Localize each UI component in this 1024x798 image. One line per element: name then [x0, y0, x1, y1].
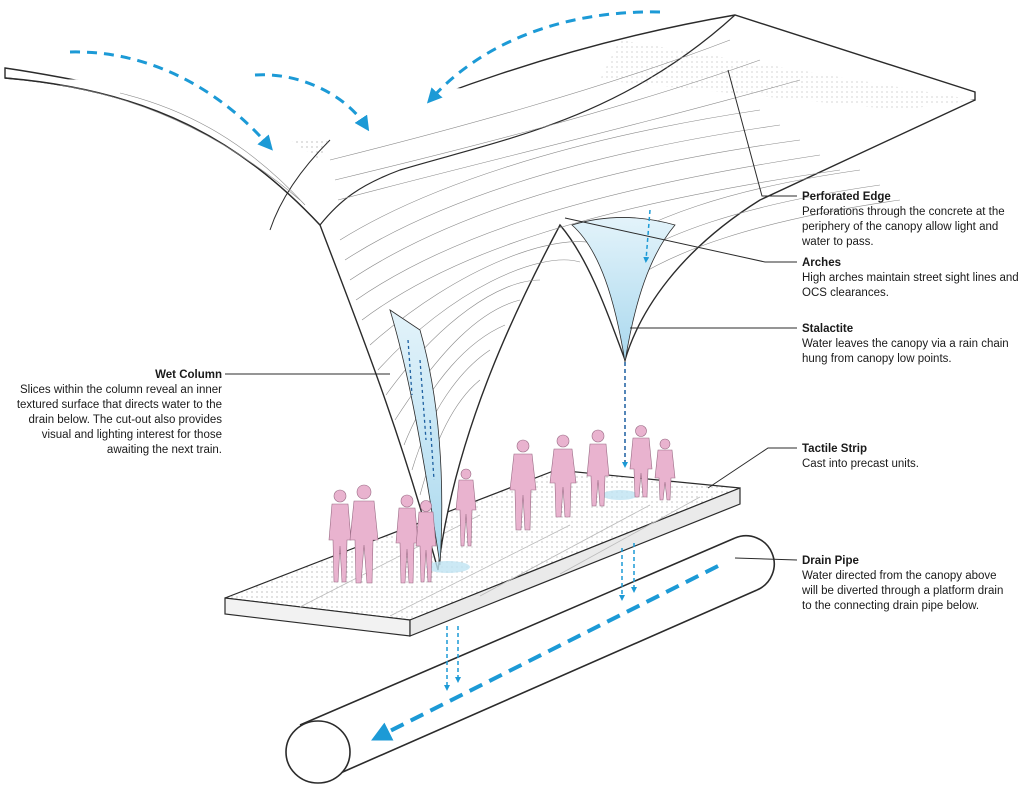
callout-line: awaiting the next train. [106, 444, 222, 456]
callout-drain-pipe: Drain Pipe Water directed from the canop… [802, 554, 1022, 614]
callout-title: Stalactite [802, 323, 854, 335]
callout-wet-column: Wet Column Slices within the column reve… [4, 368, 222, 458]
callout-perforated-edge: Perforated Edge Perforations through the… [802, 190, 1022, 250]
callout-line: visual and lighting interest for those [41, 429, 222, 441]
callout-line: OCS clearances. [802, 287, 889, 299]
canopy-shell [4, 14, 976, 571]
pedestrian-figures [328, 425, 676, 584]
callout-title: Wet Column [155, 369, 222, 381]
person-figure [455, 468, 477, 547]
wet-column-water [389, 309, 470, 573]
person-figure [349, 484, 379, 584]
callout-tactile-strip: Tactile Strip Cast into precast units. [802, 442, 1022, 472]
callout-line: hung from canopy low points. [802, 353, 952, 365]
platform-slab [224, 469, 741, 637]
stalactite-water [571, 209, 676, 500]
person-figure [549, 434, 577, 518]
leader-tactile-strip [707, 447, 797, 489]
callout-title: Arches [802, 257, 841, 269]
callout-line: Water directed from the canopy above [802, 570, 997, 582]
leader-lines [225, 69, 798, 561]
callout-line: will be diverted through a platform drai… [802, 585, 1004, 597]
callout-line: periphery of the canopy allow light and [802, 221, 999, 233]
callout-title: Tactile Strip [802, 443, 867, 455]
person-figure [415, 500, 437, 583]
callout-title: Drain Pipe [802, 555, 859, 567]
person-figure [654, 438, 676, 501]
leader-arches [564, 217, 797, 263]
platform-drain-arrows [444, 543, 637, 691]
callout-arches: Arches High arches maintain street sight… [802, 256, 1022, 301]
person-figure [509, 439, 537, 531]
leader-perforated-edge [727, 69, 797, 197]
callout-line: Water leaves the canopy via a rain chain [802, 338, 1009, 350]
person-figure [629, 425, 653, 498]
callout-line: Cast into precast units. [802, 458, 919, 470]
callout-title: Perforated Edge [802, 191, 891, 203]
callout-line: Slices within the column reveal an inner [20, 384, 222, 396]
rain-flow-arrows [69, 10, 661, 151]
person-figure [586, 429, 610, 507]
callout-line: water to pass. [802, 236, 874, 248]
leader-drain-pipe [734, 557, 798, 561]
callout-line: Perforations through the concrete at the [802, 206, 1005, 218]
callout-stalactite: Stalactite Water leaves the canopy via a… [802, 322, 1022, 367]
callout-line: High arches maintain street sight lines … [802, 272, 1019, 284]
callout-line: to the connecting drain pipe below. [802, 600, 980, 612]
callout-line: drain below. The cut-out also provides [28, 414, 222, 426]
drain-pipe [285, 535, 776, 784]
callout-line: textured surface that directs water to t… [16, 399, 222, 411]
